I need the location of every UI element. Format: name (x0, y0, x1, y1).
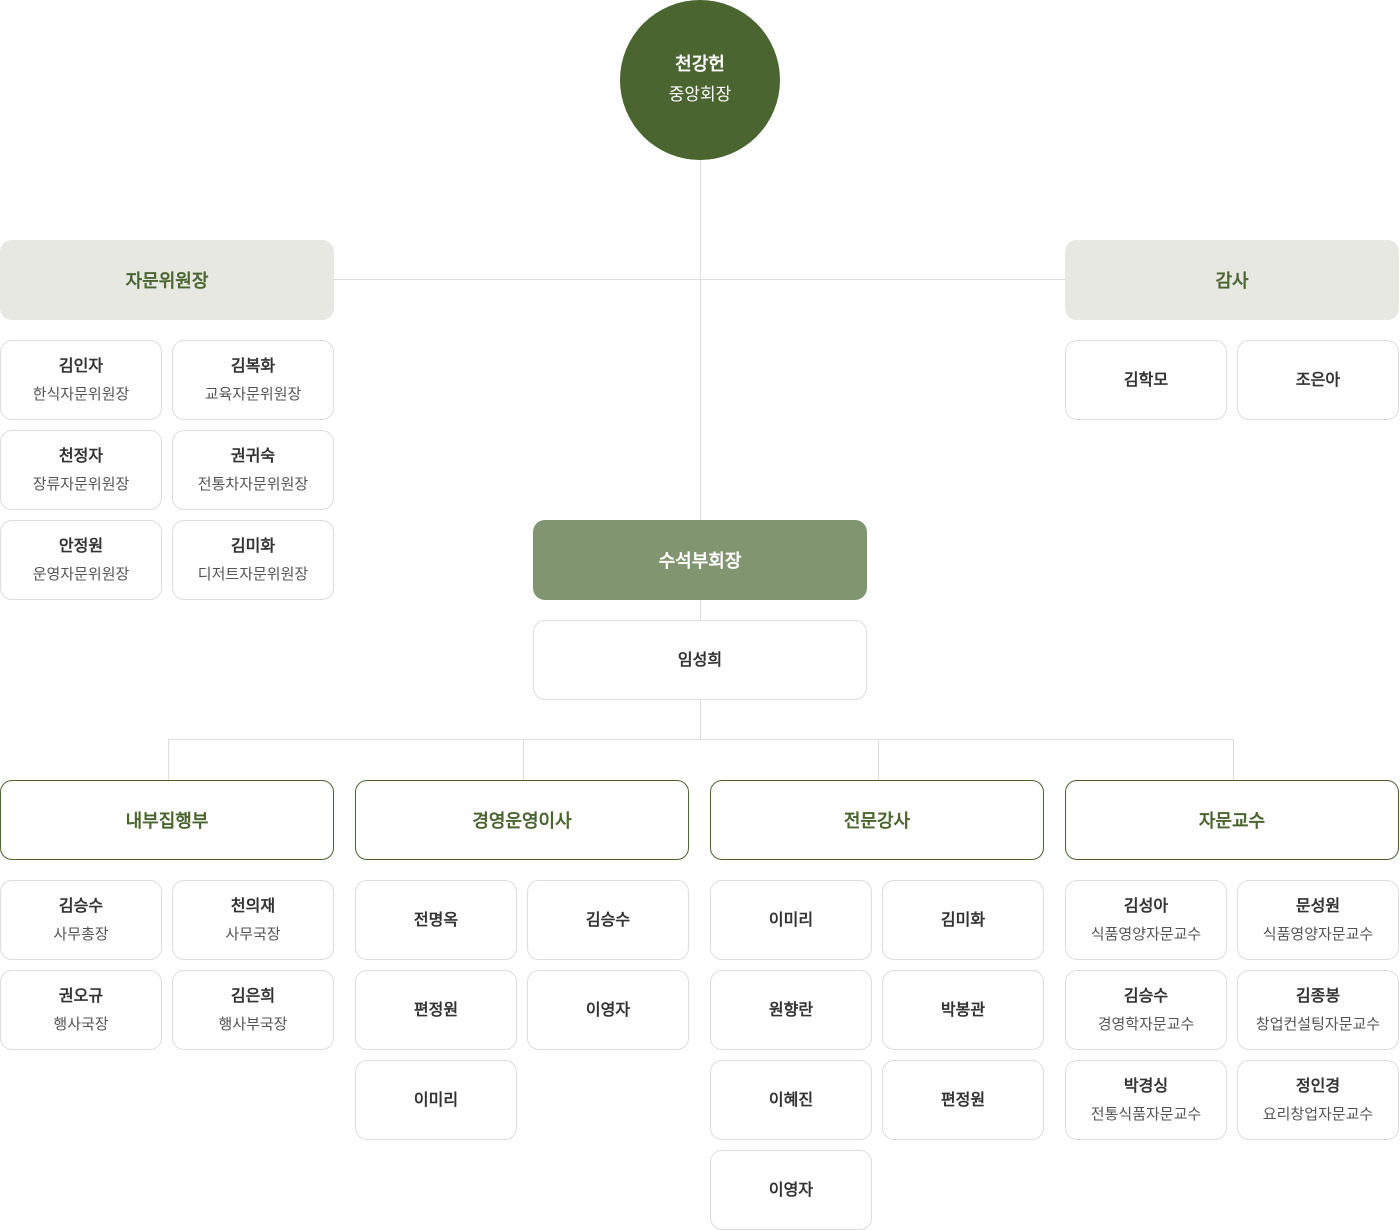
member-title: 교육자문위원장 (204, 385, 302, 403)
department-header-management: 경영운영이사 (355, 780, 689, 860)
connector-line (878, 739, 879, 780)
connector-line (1233, 739, 1234, 780)
connector-line (523, 739, 524, 780)
member-name: 전명옥 (413, 910, 459, 929)
member-name: 안정원 (58, 536, 104, 555)
department-member-card: 문성원 식품영양자문교수 (1237, 880, 1399, 960)
department-member-card: 김종봉 창업컨설팅자문교수 (1237, 970, 1399, 1050)
connector-line (334, 279, 1065, 280)
advisory-member-card: 김복화 교육자문위원장 (172, 340, 334, 420)
connector-line (700, 600, 701, 620)
department-member-card: 이미리 (355, 1060, 517, 1140)
advisory-member-card: 안정원 운영자문위원장 (0, 520, 162, 600)
member-name: 이혜진 (768, 1090, 814, 1109)
member-name: 임성희 (677, 650, 723, 669)
member-name: 이미리 (768, 910, 814, 929)
department-member-card: 박봉관 (882, 970, 1044, 1050)
member-title: 전통식품자문교수 (1090, 1105, 1202, 1123)
member-name: 김미화 (940, 910, 986, 929)
member-title: 행사국장 (53, 1015, 109, 1033)
advisory-member-card: 천정자 장류자문위원장 (0, 430, 162, 510)
department-member-card: 편정원 (355, 970, 517, 1050)
department-header-instructors: 전문강사 (710, 780, 1044, 860)
department-member-card: 김승수 (527, 880, 689, 960)
member-name: 권오규 (58, 986, 104, 1005)
member-name: 편정원 (940, 1090, 986, 1109)
chairman-title: 중앙회장 (668, 85, 732, 105)
member-name: 김승수 (585, 910, 631, 929)
member-name: 천의재 (230, 896, 276, 915)
member-name: 편정원 (413, 1000, 459, 1019)
member-title: 행사부국장 (218, 1015, 288, 1033)
department-member-card: 이영자 (527, 970, 689, 1050)
member-name: 이영자 (585, 1000, 631, 1019)
member-title: 사무국장 (225, 925, 281, 943)
member-name: 박경싱 (1123, 1076, 1169, 1095)
member-name: 천정자 (58, 446, 104, 465)
department-member-card: 이혜진 (710, 1060, 872, 1140)
department-member-card: 김승수 경영학자문교수 (1065, 970, 1227, 1050)
member-name: 김학모 (1123, 370, 1169, 389)
advisory-member-card: 김인자 한식자문위원장 (0, 340, 162, 420)
department-member-card: 천의재 사무국장 (172, 880, 334, 960)
advisory-member-card: 권귀숙 전통차자문위원장 (172, 430, 334, 510)
vice-chairman-card: 임성희 (533, 620, 867, 700)
member-name: 김복화 (230, 356, 276, 375)
connector-line (168, 739, 1234, 740)
member-name: 정인경 (1295, 1076, 1341, 1095)
connector-line (168, 739, 169, 780)
department-header-internal: 내부집행부 (0, 780, 334, 860)
member-name: 김인자 (58, 356, 104, 375)
member-name: 이영자 (768, 1180, 814, 1199)
member-name: 김은희 (230, 986, 276, 1005)
member-title: 장류자문위원장 (32, 475, 130, 493)
department-member-card: 김은희 행사부국장 (172, 970, 334, 1050)
chairman-name: 천강헌 (675, 54, 725, 75)
advisory-member-card: 김미화 디저트자문위원장 (172, 520, 334, 600)
connector-line (700, 160, 701, 520)
member-title: 사무총장 (53, 925, 109, 943)
member-title: 경영학자문교수 (1097, 1015, 1195, 1033)
connector-line (700, 700, 701, 740)
department-member-card: 이영자 (710, 1150, 872, 1230)
vice-chairman-header: 수석부회장 (533, 520, 867, 600)
member-name: 박봉관 (940, 1000, 986, 1019)
member-name: 김승수 (1123, 986, 1169, 1005)
department-member-card: 원향란 (710, 970, 872, 1050)
member-title: 창업컨설팅자문교수 (1255, 1015, 1381, 1033)
department-member-card: 이미리 (710, 880, 872, 960)
member-title: 한식자문위원장 (32, 385, 130, 403)
advisory-committee-header: 자문위원장 (0, 240, 334, 320)
department-member-card: 김미화 (882, 880, 1044, 960)
member-name: 조은아 (1295, 370, 1341, 389)
department-member-card: 전명옥 (355, 880, 517, 960)
member-title: 요리창업자문교수 (1262, 1105, 1374, 1123)
department-member-card: 김승수 사무총장 (0, 880, 162, 960)
chairman-node: 천강헌 중앙회장 (620, 0, 780, 160)
department-member-card: 정인경 요리창업자문교수 (1237, 1060, 1399, 1140)
member-name: 김미화 (230, 536, 276, 555)
department-member-card: 편정원 (882, 1060, 1044, 1140)
department-header-professors: 자문교수 (1065, 780, 1399, 860)
member-title: 전통차자문위원장 (197, 475, 309, 493)
member-title: 디저트자문위원장 (197, 565, 309, 583)
member-name: 문성원 (1295, 896, 1341, 915)
department-member-card: 권오규 행사국장 (0, 970, 162, 1050)
member-name: 김성아 (1123, 896, 1169, 915)
member-title: 운영자문위원장 (32, 565, 130, 583)
member-title: 식품영양자문교수 (1090, 925, 1202, 943)
member-name: 이미리 (413, 1090, 459, 1109)
department-member-card: 박경싱 전통식품자문교수 (1065, 1060, 1227, 1140)
member-name: 김승수 (58, 896, 104, 915)
member-name: 김종봉 (1295, 986, 1341, 1005)
department-member-card: 김성아 식품영양자문교수 (1065, 880, 1227, 960)
auditor-member-card: 조은아 (1237, 340, 1399, 420)
member-name: 권귀숙 (230, 446, 276, 465)
auditor-member-card: 김학모 (1065, 340, 1227, 420)
member-title: 식품영양자문교수 (1262, 925, 1374, 943)
auditor-header: 감사 (1065, 240, 1399, 320)
member-name: 원향란 (768, 1000, 814, 1019)
